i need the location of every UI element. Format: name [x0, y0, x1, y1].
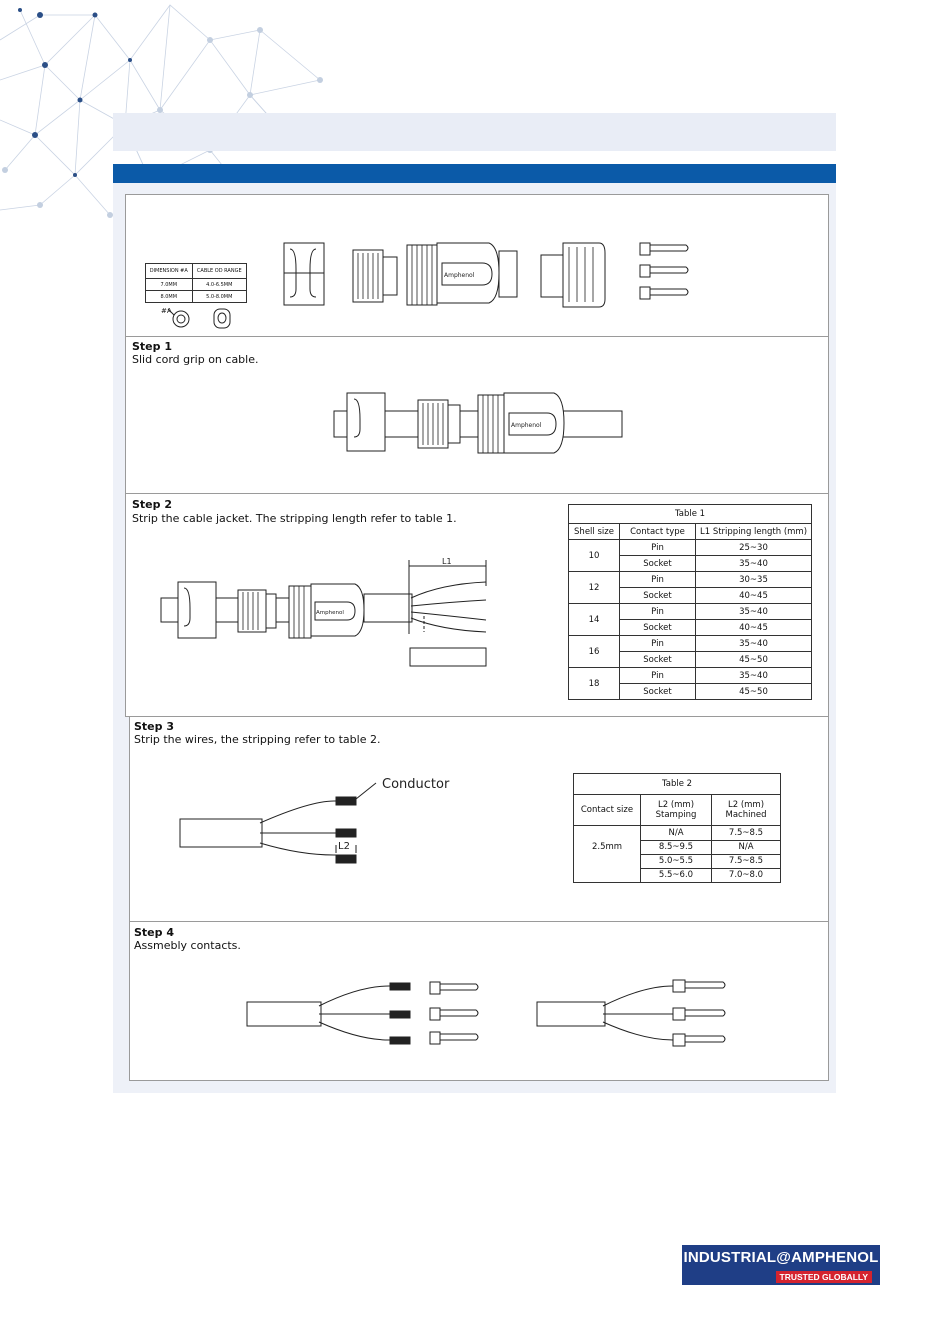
step2-desc: Strip the cable jacket. The stripping le…: [132, 512, 457, 525]
contact-type-cell: Socket: [619, 619, 696, 636]
title-band: [113, 113, 836, 151]
table-cell: [573, 854, 641, 868]
contact-type-cell: Pin: [619, 603, 696, 620]
shell-size-cell: 12: [568, 571, 620, 604]
stripping-length-cell: 25~30: [695, 539, 812, 556]
step3-drawing: L2 Conductor: [179, 777, 450, 864]
table-header: Contact size: [573, 794, 641, 826]
components-drawing: #A Amphenol: [161, 242, 689, 329]
logo-wordmark: INDUSTRIAL@AMPHENOL: [682, 1245, 880, 1271]
shell-size-cell: 16: [568, 635, 620, 668]
logo-tagline-bar: TRUSTED GLOBALLY: [682, 1271, 880, 1285]
stripping-length-cell: 45~50: [695, 683, 812, 700]
table-cell: 8.5~9.5: [640, 839, 712, 855]
step1-title: Step 1: [132, 340, 172, 353]
table-cell: N/A: [711, 839, 781, 855]
table-header: L2 (mm)Machined: [711, 794, 781, 826]
l1-label: L1: [442, 557, 452, 566]
amphenol-logo: INDUSTRIAL@AMPHENOL TRUSTED GLOBALLY: [682, 1245, 880, 1285]
table1-caption: Table 1: [568, 504, 812, 524]
step4-title: Step 4: [134, 926, 174, 939]
step3-title: Step 3: [134, 720, 174, 733]
step4-desc: Assmebly contacts.: [134, 939, 241, 952]
step3-panel: Step 3 Strip the wires, the stripping re…: [129, 716, 829, 922]
table-cell: 5.0~5.5: [640, 853, 712, 869]
table-cell: [573, 868, 641, 883]
step1-desc: Slid cord grip on cable.: [132, 353, 259, 366]
contact-type-cell: Socket: [619, 651, 696, 668]
stripping-length-cell: 30~35: [695, 571, 812, 588]
brand-mark: Amphenol: [511, 422, 542, 429]
step2-title: Step 2: [132, 498, 172, 511]
table2-caption: Table 2: [573, 773, 781, 795]
step2-panel: Step 2 Strip the cable jacket. The strip…: [125, 493, 829, 717]
l2-label: L2: [338, 841, 350, 852]
contact-type-cell: Socket: [619, 587, 696, 604]
table-cell: 5.0-8.0MM: [191, 290, 248, 303]
table-cell: 7.0~8.0: [711, 867, 781, 883]
contact-type-cell: Pin: [619, 667, 696, 684]
stripping-length-cell: 35~40: [695, 667, 812, 684]
components-panel: DIMENSION #A CABLE OD RANGE 7.0MM 4.0-6.…: [125, 194, 829, 337]
stripping-length-cell: 45~50: [695, 651, 812, 668]
table-header: L2 (mm)Stamping: [640, 794, 712, 826]
stripping-length-cell: 35~40: [695, 555, 812, 572]
logo-tagline: TRUSTED GLOBALLY: [775, 1271, 872, 1283]
table-cell: 5.5~6.0: [640, 867, 712, 883]
step2-drawing: Amphenol L1: [160, 557, 487, 667]
step3-desc: Strip the wires, the stripping refer to …: [134, 733, 381, 746]
contact-type-cell: Pin: [619, 635, 696, 652]
step1-drawing: Amphenol: [333, 392, 623, 454]
contact-type-cell: Socket: [619, 555, 696, 572]
stripping-length-cell: 35~40: [695, 635, 812, 652]
header-line: Machined: [725, 810, 767, 820]
header-line: L2 (mm): [727, 800, 765, 810]
stripping-length-cell: 35~40: [695, 603, 812, 620]
shell-size-cell: 14: [568, 603, 620, 636]
section-header-bar: [113, 164, 836, 183]
header-line: L2 (mm): [657, 800, 695, 810]
table-header: Contact type: [619, 523, 696, 540]
step1-panel: Step 1 Slid cord grip on cable. Amphenol: [125, 336, 829, 494]
table-cell: 2.5mm: [573, 840, 641, 854]
table-cell: [573, 825, 641, 840]
brand-mark: Amphenol: [444, 272, 475, 279]
contact-type-cell: Pin: [619, 571, 696, 588]
stripping-length-cell: 40~45: [695, 587, 812, 604]
table1: Table 1 Shell size Contact type L1 Strip…: [568, 504, 812, 700]
shell-size-cell: 10: [568, 539, 620, 572]
table2: Table 2 Contact size L2 (mm)Stamping L2 …: [573, 773, 781, 883]
table-cell: 7.5~8.5: [711, 825, 781, 841]
table-cell: 8.0MM: [145, 290, 193, 303]
conductor-label: Conductor: [382, 777, 450, 792]
contact-type-cell: Pin: [619, 539, 696, 556]
header-line: Stamping: [655, 810, 697, 820]
shell-size-cell: 18: [568, 667, 620, 700]
step4-drawing: [246, 979, 726, 1047]
brand-mark: Amphenol: [316, 610, 344, 616]
table-header: L1 Stripping length (mm): [695, 523, 812, 540]
table-cell: N/A: [640, 825, 712, 841]
dimension-table: DIMENSION #A CABLE OD RANGE 7.0MM 4.0-6.…: [145, 263, 248, 303]
callout-label: #A: [161, 307, 172, 315]
header-line: Contact size: [580, 805, 634, 815]
table-cell: 7.5~8.5: [711, 853, 781, 869]
stripping-length-cell: 40~45: [695, 619, 812, 636]
step4-panel: Step 4 Assmebly contacts.: [129, 921, 829, 1081]
table-header: Shell size: [568, 523, 620, 540]
contact-type-cell: Socket: [619, 683, 696, 700]
